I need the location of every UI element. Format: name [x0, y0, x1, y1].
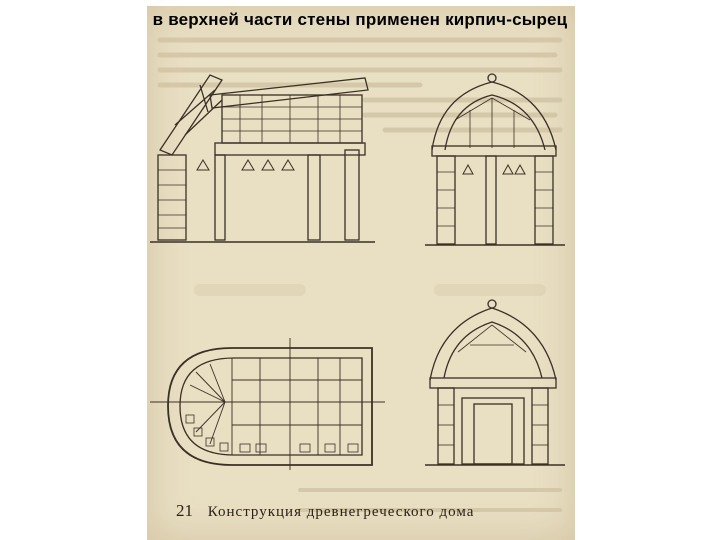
slide-title: в верхней части стены применен кирпич-сы… — [152, 10, 568, 29]
side-section-drawing — [150, 74, 375, 243]
figure-number: 21 — [176, 501, 193, 520]
figure-caption: 21 Конструкция древнегреческого дома — [176, 501, 474, 521]
faded-text-lines — [157, 37, 563, 512]
figure-caption-text: Конструкция древнегреческого дома — [207, 504, 475, 520]
front-elevation-bottom-drawing — [425, 299, 565, 466]
floor-plan-drawing — [150, 338, 385, 470]
front-elevation-top-drawing — [425, 73, 565, 246]
